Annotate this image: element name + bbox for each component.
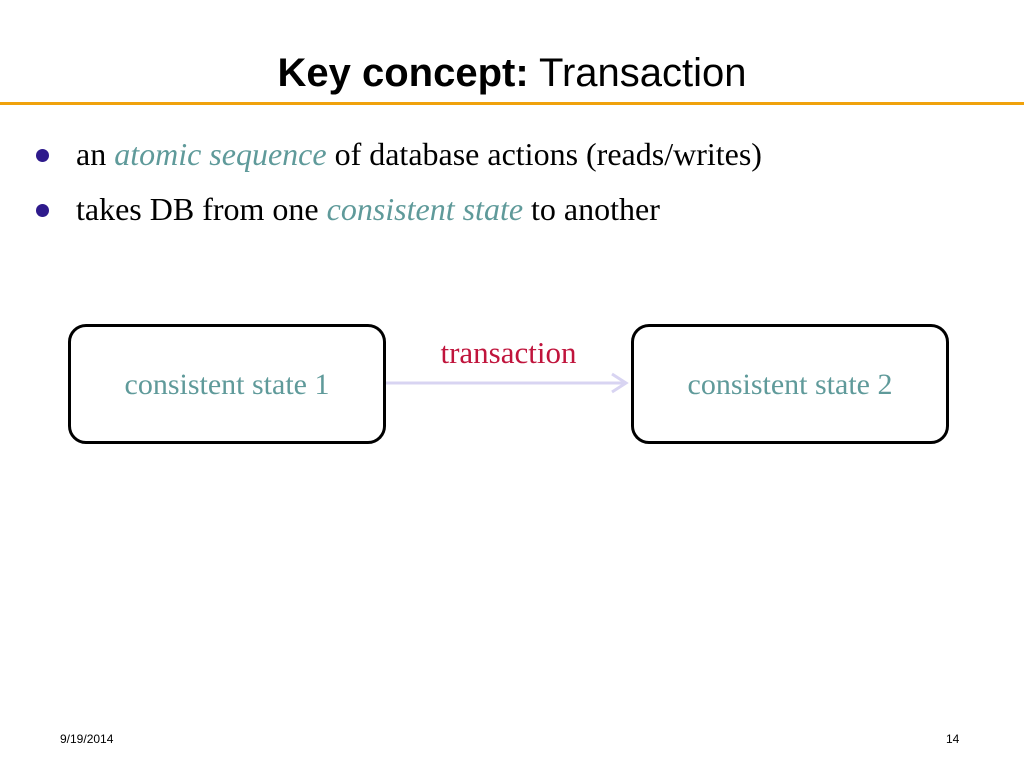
slide-title: Key concept: Transaction bbox=[0, 48, 1024, 98]
title-rest: Transaction bbox=[539, 51, 747, 95]
title-bold: Key concept: bbox=[277, 51, 529, 95]
bullet-1-emphasis: atomic sequence bbox=[114, 136, 327, 172]
title-rule bbox=[0, 102, 1024, 105]
node-consistent-state-1: consistent state 1 bbox=[68, 324, 386, 444]
bullet-item-1: an atomic sequence of database actions (… bbox=[36, 134, 762, 174]
bullet-2-before: takes DB from one bbox=[76, 191, 319, 227]
bullet-dot-icon bbox=[36, 204, 49, 217]
node-label: consistent state 2 bbox=[687, 368, 893, 401]
arrow-head-icon bbox=[611, 372, 629, 394]
bullet-2-emphasis: consistent state bbox=[326, 191, 524, 227]
node-label: consistent state 1 bbox=[124, 368, 330, 401]
bullet-dot-icon bbox=[36, 149, 49, 162]
bullet-1-after: of database actions (reads/writes) bbox=[334, 136, 762, 172]
edge-label-transaction: transaction bbox=[440, 335, 577, 370]
bullet-2-after: to another bbox=[531, 191, 660, 227]
bullet-1-before: an bbox=[76, 136, 107, 172]
node-consistent-state-2: consistent state 2 bbox=[631, 324, 949, 444]
footer-page-number: 14 bbox=[946, 732, 960, 746]
bullet-item-2: takes DB from one consistent state to an… bbox=[36, 189, 660, 229]
transaction-arrow bbox=[386, 372, 629, 394]
footer-date: 9/19/2014 bbox=[60, 732, 114, 746]
